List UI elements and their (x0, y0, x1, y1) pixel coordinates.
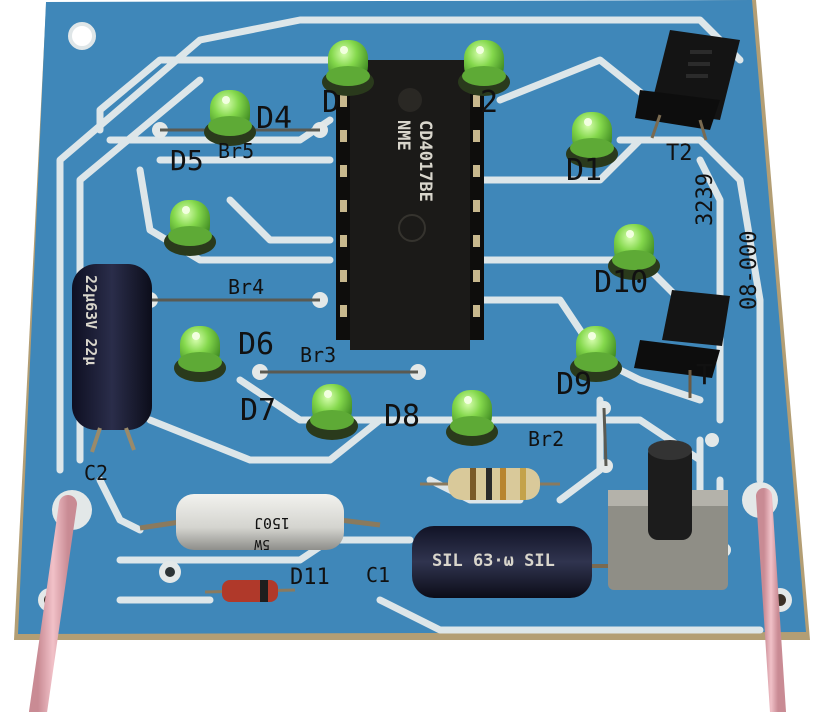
label-br3: Br3 (300, 343, 336, 367)
label-br5: Br5 (218, 139, 254, 163)
label-t2: T2 (666, 141, 693, 166)
transistor-t1 (634, 290, 730, 398)
led-d6 (174, 326, 226, 382)
board-part-number: 3239 (693, 173, 718, 226)
led-d3 (322, 40, 374, 96)
transistor-t2 (635, 30, 740, 141)
label-c1: C1 (366, 563, 390, 587)
diode-d11 (204, 580, 296, 602)
resistor-small (420, 468, 560, 500)
label-d2: 2 (480, 85, 498, 120)
c2-marking: 22µ63V 22µ (82, 275, 100, 365)
pink-wires (29, 488, 786, 712)
silkscreen-labels: D1 2 D D4 D5 D6 D7 D8 D9 D10 D11 Br2 Br3… (84, 85, 762, 590)
label-d1: D1 (566, 153, 602, 188)
led-d8 (446, 390, 498, 446)
resistor-marking-1: 150J (254, 514, 290, 532)
led-group (164, 40, 660, 446)
led-d2 (458, 40, 510, 96)
led-d7 (306, 384, 358, 440)
capacitor-c1: SIL 63·ω SIL (412, 526, 610, 598)
label-br2: Br2 (528, 427, 564, 451)
label-d11: D11 (290, 565, 330, 590)
led-d10 (608, 224, 660, 280)
label-d7: D7 (240, 393, 276, 428)
board-serial: 08-000 (737, 231, 762, 310)
resistor-power: 150J 5W (139, 494, 381, 551)
label-d4: D4 (256, 101, 292, 136)
push-button (608, 440, 728, 590)
label-t1: T (696, 358, 713, 391)
label-d9: D9 (556, 367, 592, 402)
led-d1 (566, 112, 618, 168)
label-c2: C2 (84, 461, 108, 485)
ic-label-line2: NME (393, 120, 413, 151)
bridge-br2 (602, 407, 608, 467)
c1-marking: SIL 63·ω SIL (432, 551, 555, 571)
label-d5: D5 (170, 144, 204, 177)
led-d4 (204, 90, 256, 146)
label-br4: Br4 (228, 275, 264, 299)
mounting-hole (68, 22, 96, 50)
capacitor-c2: 22µ63V 22µ (72, 264, 152, 453)
ic-chip: CD4017BE NME (336, 60, 484, 350)
led-d5 (164, 200, 216, 256)
label-d6: D6 (238, 327, 274, 362)
ic-label-line1: CD4017BE (415, 120, 435, 202)
label-d3: D (322, 85, 340, 120)
resistor-marking-2: 5W (254, 536, 270, 551)
label-d8: D8 (384, 399, 420, 434)
label-d10: D10 (594, 265, 648, 300)
led-d9 (570, 326, 622, 382)
